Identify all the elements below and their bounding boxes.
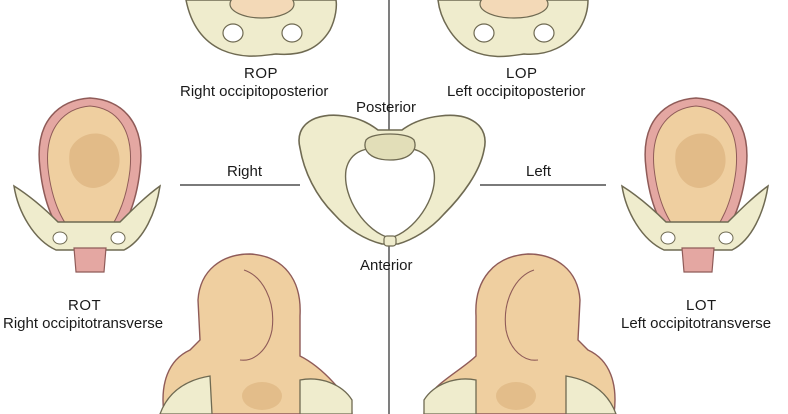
anterior-label: Anterior xyxy=(360,257,413,274)
rop-pelvis-illustration xyxy=(185,0,338,57)
rop-abbreviation: ROP xyxy=(244,65,279,82)
central-pelvis-illustration xyxy=(298,114,486,247)
lop-full-name: Left occipitoposterior xyxy=(447,83,586,100)
posterior-label: Posterior xyxy=(356,99,417,116)
right-side-label: Right xyxy=(227,163,263,180)
lop-pelvis-illustration xyxy=(437,0,589,58)
rot-uterus-fetus-illustration xyxy=(13,97,162,273)
lop-abbreviation: LOP xyxy=(506,65,538,82)
rot-full-name: Right occipitotransverse xyxy=(3,315,164,332)
rot-abbreviation: ROT xyxy=(68,297,102,314)
left-side-label: Left xyxy=(526,163,552,180)
lot-uterus-fetus-illustration xyxy=(621,97,770,273)
bottom-right-fetus-illustration xyxy=(423,253,617,414)
lot-full-name: Left occipitotransverse xyxy=(621,315,772,332)
lot-abbreviation: LOT xyxy=(686,297,717,314)
bottom-left-fetus-illustration xyxy=(159,253,353,414)
rop-full-name: Right occipitoposterior xyxy=(180,83,329,100)
